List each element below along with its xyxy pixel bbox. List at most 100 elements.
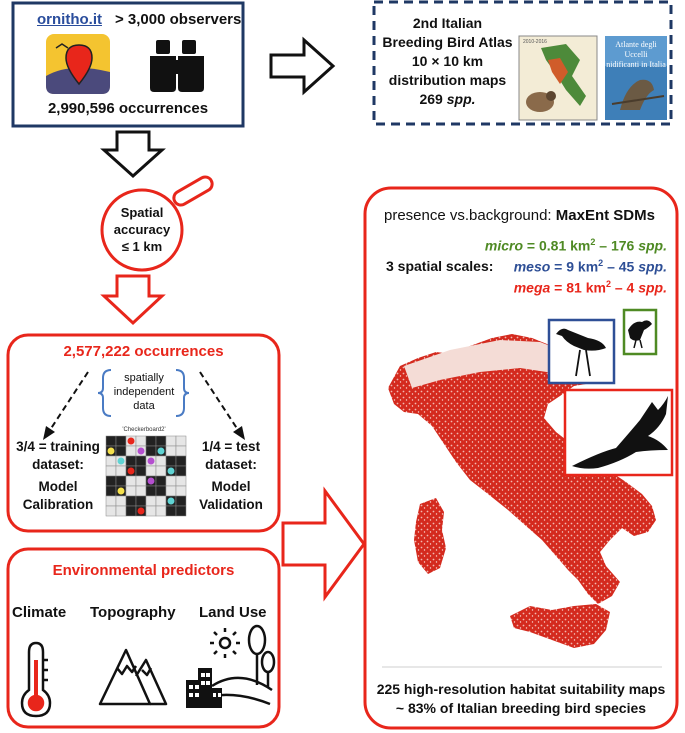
atlas-species-num: 269 [419, 91, 443, 107]
filter-line-3: ≤ 1 km [121, 239, 163, 254]
mountains-icon [98, 648, 168, 706]
checker-cell [135, 435, 147, 447]
checker-cell [175, 495, 187, 507]
predictor-climate: Climate [12, 604, 67, 621]
training-text: 3/4 = training dataset: Model Calibratio… [10, 438, 106, 514]
scale-micro-name: micro [484, 237, 524, 254]
atlas-cover-title: Atlante degli Uccelli nidificanti in Ita… [606, 40, 666, 70]
ornitho-occurrences: 2,990,596 occurrences [47, 100, 209, 117]
checker-cell [125, 475, 137, 487]
scale-meso-value: = 9 km [550, 258, 599, 275]
sdm-footer: 225 high-resolution habitat suitability … [365, 680, 677, 718]
checker-cell [135, 495, 147, 507]
scale-meso-name: meso [513, 258, 551, 275]
atlas-cover-2 [605, 36, 667, 120]
atlas-species-unit: spp. [446, 91, 476, 107]
arrow-down-black [100, 130, 166, 179]
checker-cell [105, 505, 117, 517]
atlas-cover-title-2: nidificanti in Italia [606, 60, 666, 69]
scale-micro-sup: 2 [590, 237, 596, 247]
brace-right [175, 369, 190, 417]
checker-cell [145, 505, 157, 517]
filter-handle [172, 175, 214, 207]
checker-cell [105, 435, 117, 447]
sdm-header: presence vs.background: MaxEnt SDMs [384, 207, 655, 224]
checker-point [117, 487, 125, 495]
checkerboard-label: 'Checkerboard2' [122, 427, 166, 433]
checker-cell [105, 475, 117, 487]
checker-cell [115, 505, 127, 517]
brace-line-3: data [133, 400, 155, 412]
atlas-title-1: 2nd Italian [412, 15, 483, 31]
atlas-species: 269 spp. [380, 90, 515, 109]
checker-cell [135, 485, 147, 497]
checker-cell [155, 435, 167, 447]
training-line-4: Calibration [22, 497, 94, 512]
split-arrow-left [43, 371, 89, 440]
checker-cell [155, 495, 167, 507]
scale-micro-value: = 0.81 km [523, 237, 591, 254]
scale-mega-tail: – 4 [610, 279, 639, 296]
atlas-text: 2nd Italian Breeding Bird Atlas 10 × 10 … [380, 14, 515, 109]
training-line-3: Model [38, 479, 78, 494]
checker-cell [155, 485, 167, 497]
training-line-1: 3/4 = training [16, 439, 100, 454]
binoculars-icon [150, 40, 204, 92]
sdm-header-prefix: presence vs.background: [384, 207, 556, 224]
predictor-topography: Topography [90, 604, 176, 621]
checker-point [117, 457, 125, 465]
atlas-title-2: Breeding Bird Atlas [382, 34, 513, 50]
checker-cell [145, 435, 157, 447]
sdm-header-method: MaxEnt SDMs [555, 207, 655, 224]
scale-mega-spp: spp. [638, 279, 667, 296]
checker-cell [105, 465, 117, 477]
checker-cell [155, 475, 167, 487]
checker-point [147, 457, 155, 465]
italy-suitability-map [388, 334, 656, 648]
arrow-to-atlas [269, 36, 336, 96]
checker-point [137, 447, 145, 455]
test-text: 1/4 = test dataset: Model Validation [186, 438, 276, 514]
training-line-2: dataset: [32, 457, 84, 472]
checker-point [157, 447, 165, 455]
bird-meso-icon [547, 318, 616, 385]
checker-cell [135, 455, 147, 467]
scale-mega-value: = 81 km [550, 279, 606, 296]
scale-mega-sup: 2 [605, 279, 611, 289]
scale-micro-spp: spp. [638, 237, 667, 254]
checker-cell [135, 475, 147, 487]
brace-line-2: independent [113, 386, 175, 398]
checker-cell [165, 475, 177, 487]
ornitho-link[interactable]: ornitho.it [37, 11, 102, 28]
checker-point [107, 447, 115, 455]
sdm-footer-line-1: 225 high-resolution habitat suitability … [376, 681, 666, 697]
checker-cell [165, 435, 177, 447]
checkerboard-grid [105, 435, 187, 517]
test-line-3: Model [211, 479, 251, 494]
checker-cell [135, 465, 147, 477]
scale-mega-name: mega [513, 279, 551, 296]
checker-cell [165, 485, 177, 497]
filter-line-2: accuracy [113, 222, 171, 237]
checker-cell [165, 445, 177, 457]
arrow-down-red [100, 274, 166, 326]
checker-point [167, 467, 175, 475]
checker-cell [165, 455, 177, 467]
bird-micro-icon [622, 308, 658, 356]
checker-cell [115, 435, 127, 447]
scale-meso-spp: spp. [638, 258, 667, 275]
checker-cell [105, 455, 117, 467]
checker-cell [155, 465, 167, 477]
scale-micro-tail: – 176 [595, 237, 639, 254]
checker-cell [125, 505, 137, 517]
checker-cell [145, 465, 157, 477]
checker-cell [115, 465, 127, 477]
sdm-scales-label: 3 spatial scales: [386, 258, 494, 274]
checker-cell [175, 465, 187, 477]
bird-mega-icon [563, 388, 674, 477]
test-line-1: 1/4 = test [201, 439, 261, 454]
atlas-cover-1 [518, 35, 598, 121]
brace-line-1: spatially [124, 372, 164, 384]
split-arrow-right [199, 371, 245, 440]
